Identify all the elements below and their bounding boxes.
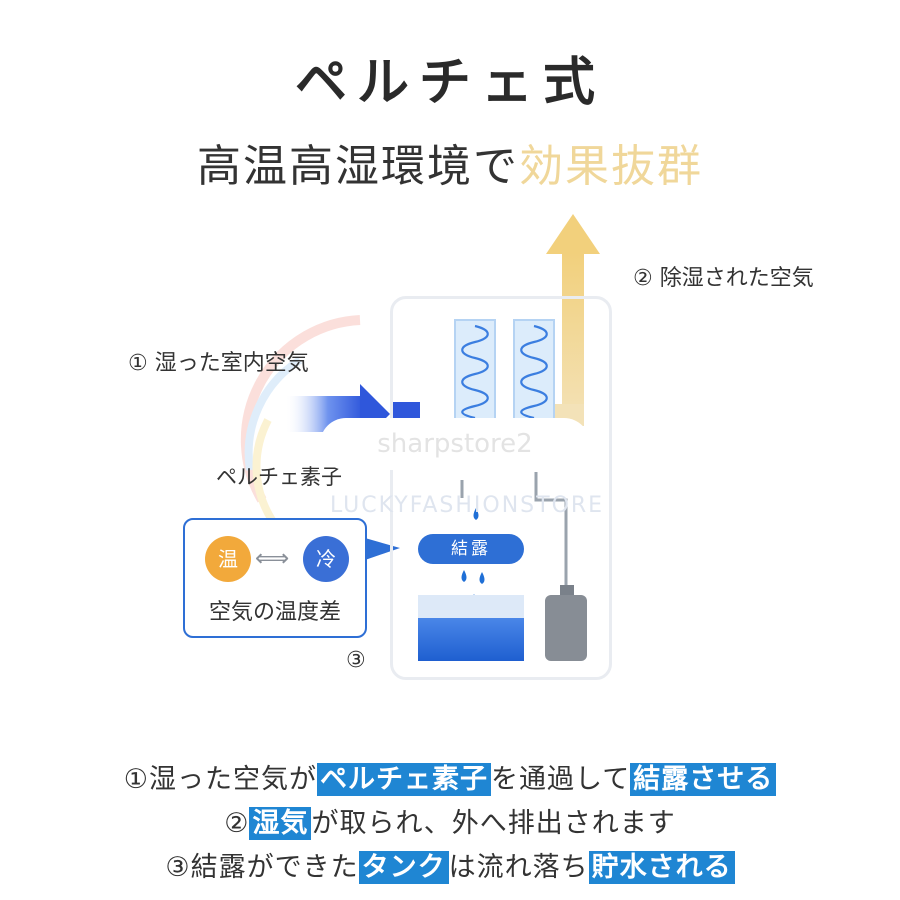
dry-air-label: ② 除湿された空気 [633,266,814,291]
water-tank [418,595,524,661]
summary-text: が取られ、外へ排出されます [311,808,676,839]
summary-highlight: 貯水される [588,851,735,884]
callout-pointer [365,538,400,560]
summary-highlight: 湿気 [249,807,312,840]
summary-text: ② [224,808,250,839]
condensation-badge: 結露 [418,534,524,564]
subtitle: 高温高湿環境で効果抜群 [0,130,900,194]
temperature-difference-box: 温 ⟺ 冷 空気の温度差 [183,518,367,638]
summary-text: ③結露ができた [165,852,359,883]
brand-watermark: LUCKYFASHIONSTORE [330,493,605,518]
subtitle-part1: 高温高湿環境で [197,141,519,192]
summary-highlight: 結露させる [630,763,777,796]
device-outline [390,296,612,680]
summary-text: ①湿った空気が [123,764,317,795]
step3-marker: ③ [346,648,366,673]
humid-air-label: ① 湿った室内空気 [128,351,309,376]
hot-badge: 温 [205,536,251,582]
summary-highlight: ペルチェ素子 [317,763,491,796]
summary-line-3: ③結露ができたタンクは流れ落ち貯水される [0,846,900,890]
summary-text: は流れ落ち [448,852,589,883]
peltier-label: ペルチェ素子 [216,465,342,489]
double-arrow-icon: ⟺ [255,544,290,572]
store-watermark: sharpstore2 [320,418,590,470]
drain-pipe [534,472,568,590]
page-title: ペルチェ式 [294,53,605,113]
subtitle-highlight: 効果抜群 [519,141,703,192]
cold-badge: 冷 [303,536,349,582]
temp-caption: 空気の温度差 [208,600,341,625]
background-logo-arc [240,315,361,523]
peltier-coils [454,319,555,421]
drain-bottle [545,585,587,661]
summary-text: を通過して [491,764,631,795]
summary-highlight: タンク [358,851,449,884]
summary-line-1: ①湿った空気がペルチェ素子を通過して結露させる [0,758,900,802]
